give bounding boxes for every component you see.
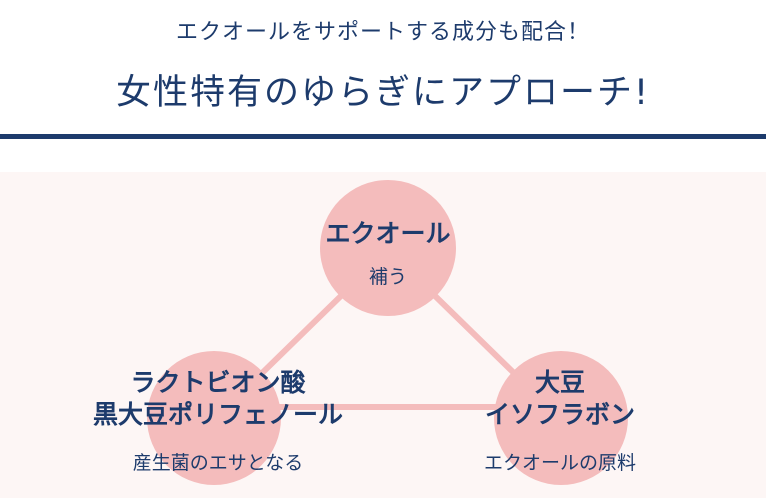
equol-label: エクオール: [325, 219, 451, 248]
circle-isoflavone: [494, 351, 628, 485]
circle-equol: [320, 180, 456, 316]
equol-desc: 補う: [368, 266, 407, 288]
circle-lactobionic: [147, 351, 281, 485]
soy-label: 大豆: [534, 368, 585, 397]
divider: [0, 134, 766, 139]
isoflavone-desc: エクオールの原料: [483, 452, 636, 474]
lactobionic-desc: 産生菌のエサとなる: [132, 452, 304, 474]
lactobionic-label: ラクトビオン酸: [130, 368, 306, 397]
black-soy-label: 黒大豆ポリフェノール: [92, 400, 343, 429]
page-title: 女性特有のゆらぎにアプローチ!: [115, 73, 651, 113]
isoflavone-label: イソフラボン: [484, 400, 635, 429]
subtitle: エクオールをサポートする成分も配合！: [175, 20, 590, 45]
